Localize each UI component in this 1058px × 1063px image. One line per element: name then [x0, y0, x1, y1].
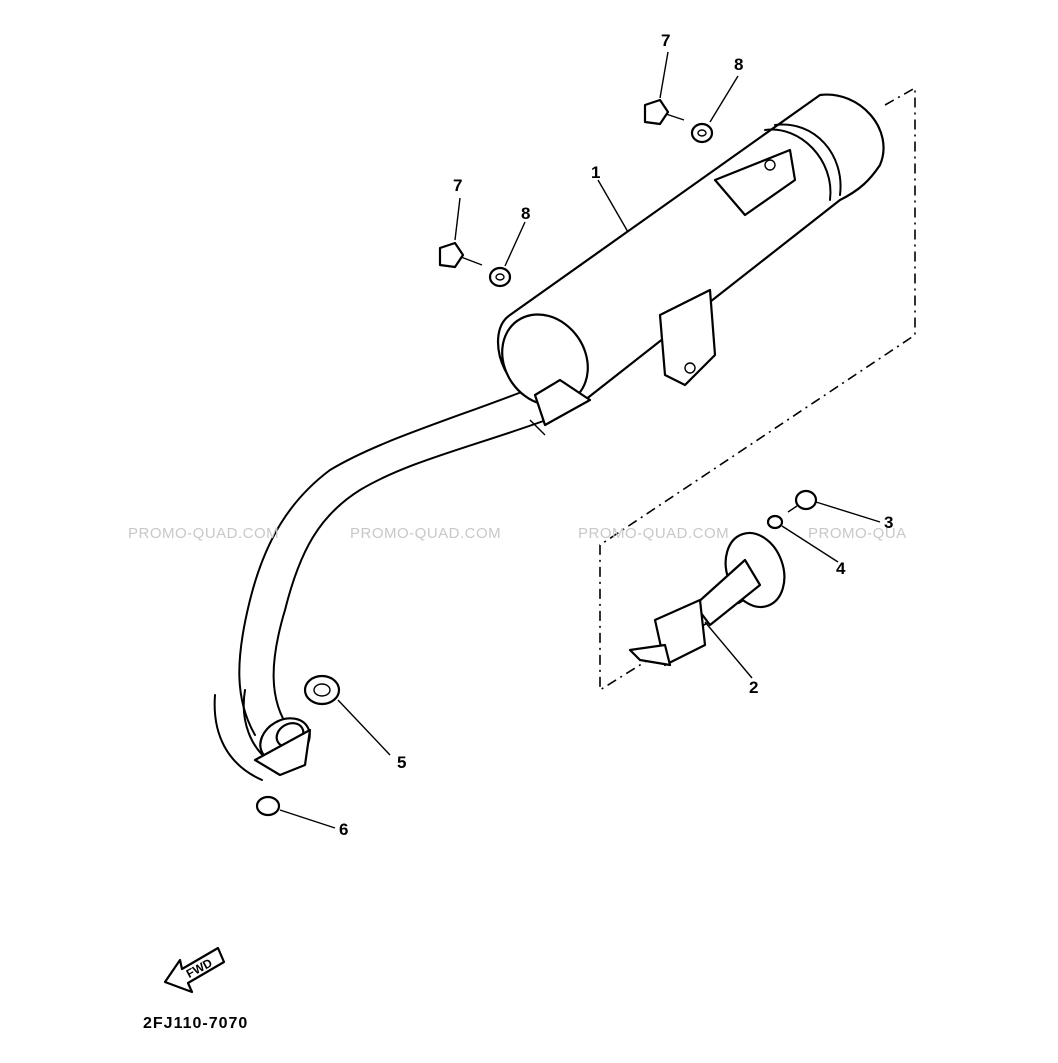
- forward-arrow-icon: FWD: [163, 946, 226, 994]
- callout-5: 5: [397, 753, 406, 772]
- pipe-flange: [253, 717, 312, 777]
- callout-1: 1: [591, 163, 600, 182]
- nut: [255, 795, 281, 817]
- figure-code: 2FJ110-7070: [143, 1015, 248, 1032]
- gasket: [303, 674, 341, 706]
- watermark-text: PROMO-QUAD.COM: [578, 525, 729, 542]
- bolt-front: [438, 241, 483, 269]
- exhaust-pipe: [213, 384, 561, 781]
- washer-tailpipe: [766, 514, 784, 530]
- callout-7-front: 7: [453, 176, 462, 195]
- callout-4: 4: [836, 559, 846, 578]
- bolt-tailpipe: [787, 489, 818, 513]
- reference-outline: [599, 86, 916, 692]
- tail-pipe: [628, 531, 786, 667]
- callout-6: 6: [339, 820, 348, 839]
- callout-2: 2: [749, 678, 758, 697]
- washer-rear: [690, 122, 714, 144]
- callout-3: 3: [884, 513, 893, 532]
- muffler: [496, 93, 885, 427]
- leader-lines: [279, 51, 881, 829]
- callout-8-front: 8: [521, 204, 530, 223]
- watermark-text: PROMO-QUAD.COM: [350, 525, 501, 542]
- washer-front: [488, 266, 512, 288]
- callout-8-rear: 8: [734, 55, 743, 74]
- callout-7-rear: 7: [661, 31, 670, 50]
- watermark-text: PROMO-QUA: [808, 525, 907, 542]
- watermark-text: PROMO-QUAD.COM: [128, 525, 279, 542]
- bolt-rear: [643, 98, 685, 126]
